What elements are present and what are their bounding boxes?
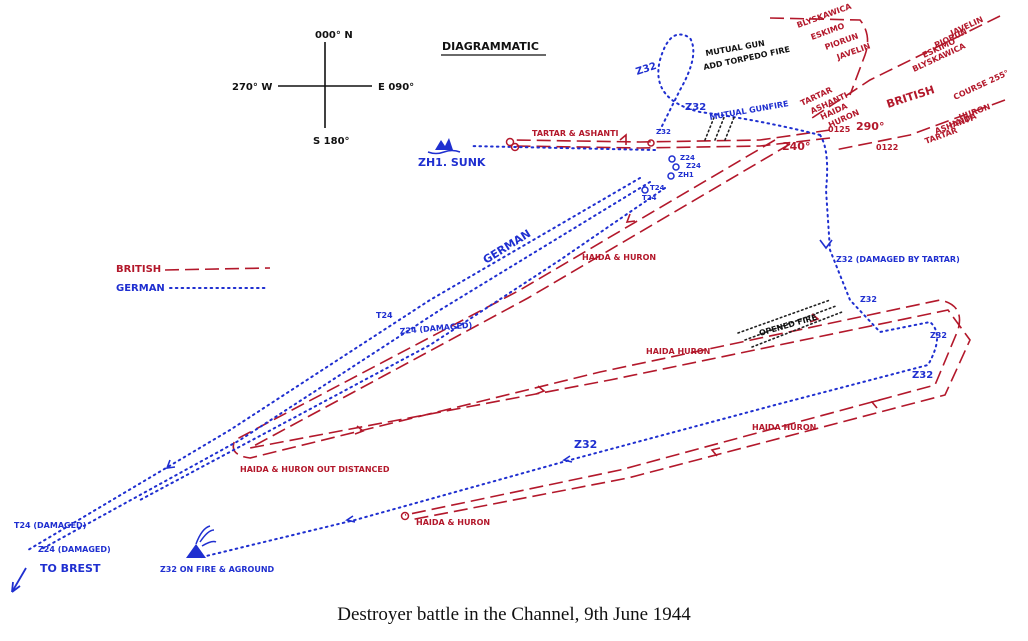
fire-lines xyxy=(704,114,843,348)
arrow-icon xyxy=(819,239,833,250)
mutual-gunfire-line-1 xyxy=(704,114,716,141)
british-ship-marker xyxy=(510,142,520,152)
legend-british-label: BRITISH xyxy=(116,264,161,275)
german-ship-label: T24 xyxy=(650,184,665,192)
compass-south-label: S 180° xyxy=(313,136,350,147)
bearing-290-label: 290° xyxy=(856,120,884,133)
tartar-ashanti-label: TARTAR & ASHANTI xyxy=(532,129,619,138)
haida-huron-label: HAIDA HURON xyxy=(752,423,816,432)
legend-british-line xyxy=(164,267,271,271)
z32-damaged-label: Z32 (DAMAGED BY TARTAR) xyxy=(836,255,960,264)
british-ship-marker xyxy=(505,137,515,147)
opened-fire-line-2 xyxy=(744,305,837,341)
arrow-icon xyxy=(619,133,627,145)
haida-huron-outdistanced-label: HAIDA & HURON OUT DISTANCED xyxy=(240,465,390,474)
german-tracks xyxy=(27,33,938,559)
german-ship-label: Z32 xyxy=(656,128,671,136)
german-ship-label: ZH1 xyxy=(678,171,694,179)
german-withdrawal-track-1 xyxy=(27,177,641,551)
british-ship-marker xyxy=(647,139,655,147)
mutual-gunfire-line-3 xyxy=(724,114,736,141)
german-ship-label: Z24 xyxy=(680,154,695,162)
time-0125-label: 0125 xyxy=(828,125,851,134)
german-z32-escape-track xyxy=(197,134,938,559)
german-ship-marker xyxy=(668,155,676,163)
compass-rose: 000° N E 090° S 180° 270° W xyxy=(232,30,414,147)
ship-label: BLYSKAWICA xyxy=(796,2,854,30)
arrow-icon xyxy=(354,425,365,435)
british-group-label: BRITISH xyxy=(885,83,936,111)
german-withdrawal-track-2 xyxy=(39,181,651,551)
compass-north-label: 000° N xyxy=(315,30,353,41)
arrow-icon xyxy=(345,515,356,523)
haida-huron-label: HAIDA & HURON xyxy=(582,253,656,262)
german-zh1-track xyxy=(469,145,656,151)
compass-east-label: E 090° xyxy=(378,82,414,93)
british-nw-group-track xyxy=(769,17,869,96)
arrow-icon xyxy=(870,399,881,409)
british-approach-track-2 xyxy=(834,99,1006,151)
z32-aground-icon xyxy=(186,525,217,558)
british-tartar-ashanti-track-1 xyxy=(514,129,831,143)
haida-huron-label: HAIDA & HURON xyxy=(416,518,490,527)
british-annotations: BLYSKAWICA ESKIMO PIORUN JAVELIN JAVELIN… xyxy=(240,2,1010,527)
z32-label: Z32 xyxy=(930,331,947,340)
british-tracks xyxy=(232,15,1006,521)
course-label: COURSE 255° xyxy=(952,68,1010,102)
z32-label: Z32 xyxy=(912,370,933,381)
opened-fire-line-3 xyxy=(751,311,843,348)
zh1-sunk-icon xyxy=(427,138,461,155)
arrow-icon xyxy=(809,313,820,323)
british-haida-huron-track-1 xyxy=(232,139,961,516)
arrow-icon xyxy=(165,459,176,469)
german-ship-marker xyxy=(667,172,675,180)
z32-label: Z32 xyxy=(860,295,877,304)
z24-damaged-label: Z24 (DAMAGED) xyxy=(38,545,111,554)
arrow-icon xyxy=(562,455,573,463)
legend-german-label: GERMAN xyxy=(116,283,165,294)
german-ship-marker xyxy=(641,186,649,194)
british-tartar-ashanti-track-2 xyxy=(514,137,831,149)
british-haida-huron-track-2 xyxy=(249,143,971,521)
z32-label: Z32 xyxy=(574,438,597,451)
mutual-gunfire-line-2 xyxy=(714,114,726,141)
legend: BRITISH GERMAN xyxy=(116,264,271,294)
fire-annotations: MUTUAL GUN ADD TORPEDO FIRE OPENED FIRE xyxy=(703,39,818,338)
haida-huron-label: HAIDA HURON xyxy=(646,347,710,356)
german-withdrawal-track-3 xyxy=(139,187,666,501)
opened-fire-line-1 xyxy=(737,299,831,334)
figure-caption: Destroyer battle in the Channel, 9th Jun… xyxy=(337,604,691,625)
time-0122-label: 0122 xyxy=(876,143,898,152)
z32-label: Z32 xyxy=(635,61,659,78)
z32-aground-label: Z32 ON FIRE & AGROUND xyxy=(160,565,275,574)
to-brest-arrow-icon xyxy=(11,567,27,593)
ship-markers xyxy=(400,137,680,521)
arrow-icon xyxy=(710,447,721,457)
zh1-sunk-label: ZH1. SUNK xyxy=(418,156,486,169)
arrow-icon xyxy=(625,213,636,223)
german-ship-marker xyxy=(672,163,680,171)
british-approach-track-1 xyxy=(811,15,1001,119)
british-ship-marker xyxy=(400,511,410,521)
opened-fire-label: OPENED FIRE xyxy=(758,313,818,338)
mutual-gunfire-label: MUTUAL GUNFIRE xyxy=(709,99,789,122)
bearing-240-label: 240° xyxy=(782,140,810,153)
compass-west-label: 270° W xyxy=(232,82,272,93)
t24-label: T24 xyxy=(376,311,393,320)
diagram-heading: DIAGRAMMATIC xyxy=(442,40,539,53)
german-ship-label: T24 xyxy=(642,194,657,202)
german-ship-label: Z24 xyxy=(686,162,701,170)
arrow-icon xyxy=(535,385,546,395)
german-z32-loop-track xyxy=(657,33,821,136)
z32-label: Z32 xyxy=(685,102,706,113)
track-arrows xyxy=(165,133,881,523)
german-track-label: GERMAN xyxy=(481,227,533,266)
t24-damaged-label: T24 (DAMAGED) xyxy=(14,521,86,530)
to-brest-label: TO BREST xyxy=(40,562,101,575)
